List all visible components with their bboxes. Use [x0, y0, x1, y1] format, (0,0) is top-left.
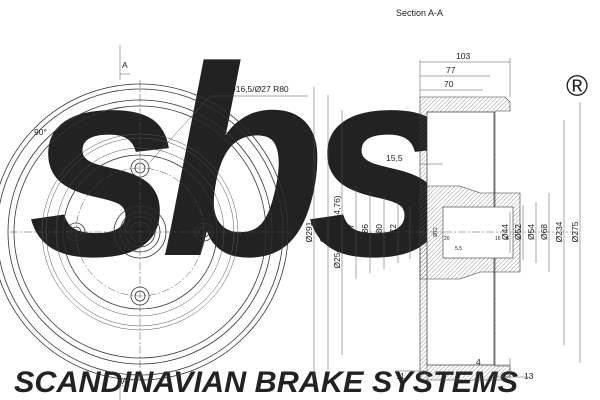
front-view [0, 45, 308, 400]
dim-70: 70 [444, 79, 454, 89]
dim-13: 13 [524, 371, 534, 381]
dim-11: 11 [396, 371, 405, 381]
watermark-logo: sbs [28, 12, 451, 313]
dim-d44: Ø44 [500, 224, 510, 240]
left-diameter-labels: Ø291 Ø274 Ø254 (Max 254,76) Ø97 Ø86 Ø80 … [304, 195, 410, 268]
right-diameter-labels: Ø44 Ø52 Ø54 Ø68 Ø234 Ø275 [500, 221, 580, 242]
bolt-hole-bottom [130, 286, 150, 306]
dim-20: 20 [444, 236, 450, 242]
dim-d274: Ø274 [318, 221, 328, 242]
bolt-hole-top [130, 158, 150, 178]
dim-15-5: 15,5 [386, 153, 403, 163]
dim-d54: Ø54 [526, 224, 536, 240]
dim-d291: Ø291 [304, 221, 314, 242]
bolt-hole-callout: 4 X Ø16,5/Ø27 R80 [214, 84, 289, 94]
dim-5-5: 5,5 [455, 246, 462, 252]
bolt-hole-left [66, 222, 86, 242]
section-mark-top: A [122, 60, 128, 70]
dim-d72: Ø72 [388, 224, 398, 240]
section-mark-bottom: A [122, 376, 128, 386]
dim-d80: Ø80 [374, 224, 384, 240]
dim-103: 103 [456, 51, 470, 61]
dim-d234: Ø234 [554, 221, 564, 242]
dim-d86: Ø86 [360, 224, 370, 240]
section-title: Section A-A [396, 8, 443, 18]
angle-label: 90° [34, 127, 47, 137]
dim-d97: Ø97 [346, 224, 356, 240]
section-view [313, 58, 581, 381]
inner-small-labels: 20 5,5 16 8 Ø72 [433, 227, 509, 252]
brand-watermark: sbs ® SCANDINAVIAN BRAKE SYSTEMS [14, 12, 588, 399]
dim-d68: Ø68 [539, 224, 549, 240]
dim-77: 77 [446, 65, 456, 75]
registered-mark: ® [566, 70, 588, 103]
dim-4: 4 [476, 357, 481, 367]
dim-inner-d72: Ø72 [433, 227, 439, 237]
dim-d61: Ø61 [400, 224, 410, 240]
dim-8: 8 [506, 236, 509, 242]
dim-d275: Ø275 [570, 221, 580, 242]
dim-d254: Ø254 (Max 254,76) [332, 195, 342, 268]
bolt-hole-right [194, 222, 214, 242]
dim-d52: Ø52 [513, 224, 523, 240]
dim-16: 16 [495, 236, 501, 242]
